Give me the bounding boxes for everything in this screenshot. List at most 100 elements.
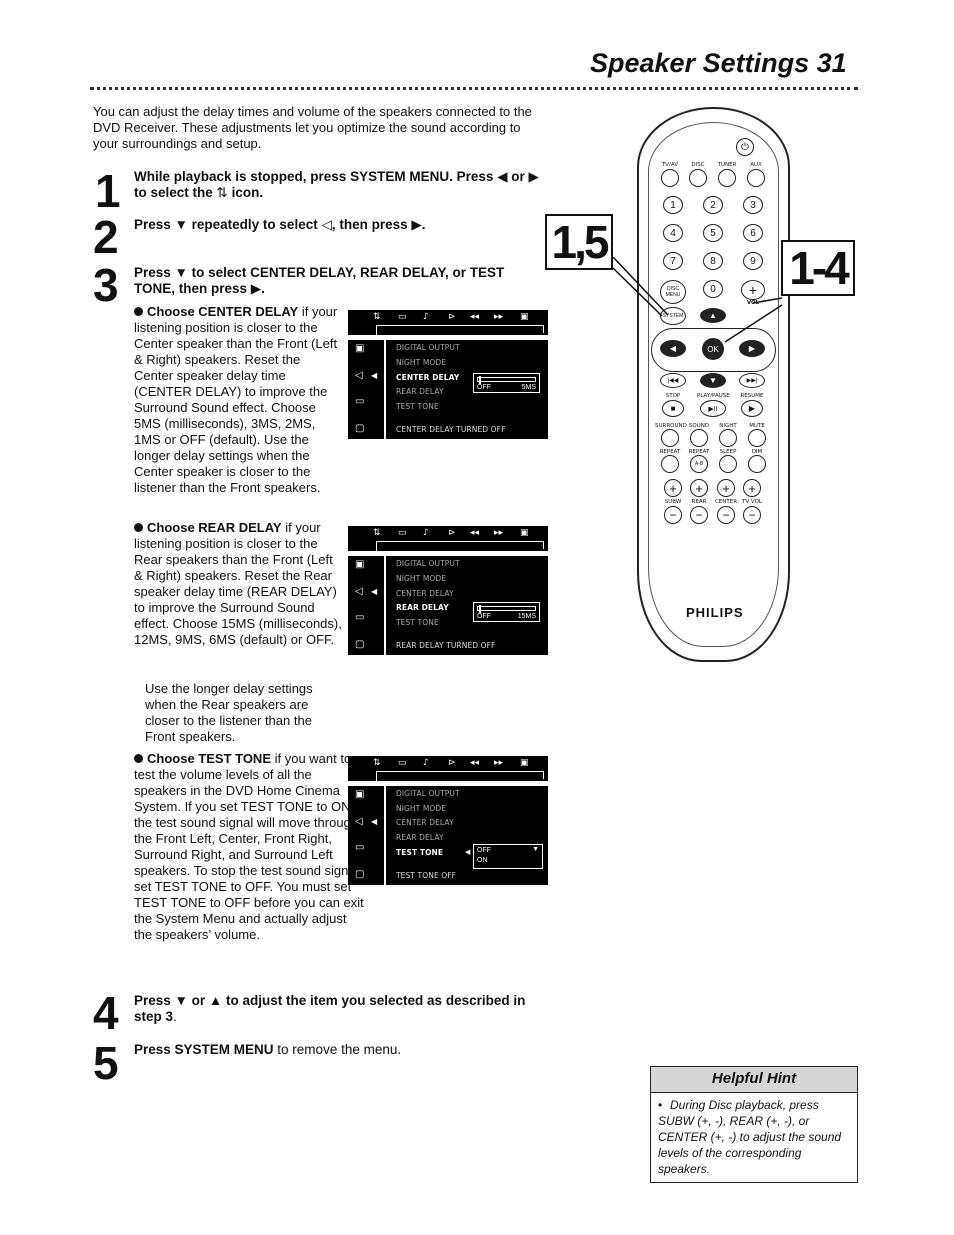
label-night: NIGHT <box>719 423 737 429</box>
step-2-text-a: Press ▼ repeatedly to select <box>134 217 318 232</box>
step-5-text-a: Press SYSTEM MENU <box>134 1042 274 1057</box>
slider-min-label: OFF <box>477 384 491 391</box>
resume-button[interactable]: ▶ <box>741 400 763 417</box>
screen-icon: ▭ <box>398 758 407 768</box>
digit-6-button[interactable]: 6 <box>743 224 763 242</box>
hint-body: During Disc playback, press SUBW (+, -),… <box>658 1098 842 1176</box>
picture-icon: ▣ <box>355 559 365 570</box>
digit-2-button[interactable]: 2 <box>703 196 723 214</box>
night-button[interactable] <box>719 429 737 447</box>
lock-icon: ▢ <box>355 639 365 650</box>
system-menu-button[interactable]: SYSTEM <box>660 307 686 325</box>
speaker-icon: ◁ <box>355 816 363 827</box>
hint-bullet: • <box>658 1098 663 1112</box>
step-2-text: Press ▼ repeatedly to select ◁, then pre… <box>134 217 544 233</box>
helpful-hint-box: Helpful Hint •During Disc playback, pres… <box>650 1066 858 1183</box>
digit-1-button[interactable]: 1 <box>663 196 683 214</box>
rewind-icon: ◂◂ <box>470 312 480 322</box>
rear-plus-button[interactable]: + <box>690 479 708 497</box>
slider-track <box>477 606 536 611</box>
repeat-ab-button[interactable]: A-B <box>690 455 708 473</box>
label-tv-av: TV/AV <box>661 162 679 168</box>
digit-4-button[interactable]: 4 <box>663 224 683 242</box>
option-pointer-icon: ◀ <box>465 849 471 856</box>
repeat-button[interactable] <box>661 455 679 473</box>
digit-5-button[interactable]: 5 <box>703 224 723 242</box>
label-rear: REAR <box>691 499 707 505</box>
bullet-dot <box>134 307 143 316</box>
tuner-button[interactable] <box>718 169 736 187</box>
osd-status-text: REAR DELAY TURNED OFF <box>396 641 496 650</box>
tv-vol-plus-button[interactable]: + <box>743 479 761 497</box>
up-arrow-button[interactable]: ▲ <box>700 308 726 323</box>
slider-knob <box>479 376 481 384</box>
osd-body: ▣ ◁ ◀ ▭ ▢ DIGITAL OUTPUT NIGHT MODE CENT… <box>348 556 548 655</box>
osd-side-column: ▣ ◁ ◀ ▭ ▢ <box>348 340 386 439</box>
subw-plus-button[interactable]: + <box>664 479 682 497</box>
audio-icon: ♪ <box>423 312 429 322</box>
dim-button[interactable] <box>748 455 766 473</box>
osd-body: ▣ ◁ ◀ ▭ ▢ DIGITAL OUTPUT NIGHT MODE CENT… <box>348 786 548 885</box>
rear-delay-body: if your listening position is closer to … <box>134 520 342 647</box>
ok-button[interactable]: OK <box>702 338 724 360</box>
label-disc: DISC <box>691 162 705 168</box>
stop-button[interactable]: ■ <box>662 400 684 417</box>
surround-button[interactable] <box>661 429 679 447</box>
sleep-button[interactable] <box>719 455 737 473</box>
helpful-hint-text: •During Disc playback, press SUBW (+, -)… <box>658 1097 850 1177</box>
digit-8-button[interactable]: 8 <box>703 252 723 270</box>
play-pause-button[interactable]: ▶II <box>700 400 726 417</box>
osd-menu-stem <box>376 771 377 781</box>
center-plus-button[interactable]: + <box>717 479 735 497</box>
tv-av-button[interactable] <box>661 169 679 187</box>
volume-up-button[interactable]: + <box>741 280 765 300</box>
step-1-text-b: icon. <box>231 185 264 200</box>
step-4-text: Press ▼ or ▲ to adjust the item you sele… <box>134 993 544 1025</box>
selection-arrow-icon: ◀ <box>371 817 378 826</box>
label-sound: SOUND <box>688 423 710 429</box>
forward-icon: ▸▸ <box>494 758 504 768</box>
step-5-text-b: to remove the menu. <box>273 1042 402 1057</box>
digit-7-button[interactable]: 7 <box>663 252 683 270</box>
lock-icon: ▢ <box>355 869 365 880</box>
subw-minus-button[interactable]: − <box>664 506 682 524</box>
aux-button[interactable] <box>747 169 765 187</box>
right-arrow-button[interactable]: ▶ <box>739 340 765 357</box>
selection-arrow-icon: ◀ <box>371 371 378 380</box>
center-minus-button[interactable]: − <box>717 506 735 524</box>
label-subw: SUBW <box>664 499 682 505</box>
rear-minus-button[interactable]: − <box>690 506 708 524</box>
disc-menu-button[interactable]: DISC MENU <box>660 280 686 304</box>
previous-button[interactable]: |◀◀ <box>660 373 686 388</box>
slider-min-label: OFF <box>477 613 491 620</box>
osd-item-rear-delay: REAR DELAY <box>396 603 449 612</box>
power-button[interactable]: ⏻ <box>736 138 754 156</box>
selection-arrow-icon: ◀ <box>371 587 378 596</box>
test-tone-lead: Choose TEST TONE <box>147 751 271 766</box>
rewind-icon: ◂◂ <box>470 758 480 768</box>
left-arrow-button[interactable]: ◀ <box>660 340 686 357</box>
osd-side-column: ▣ ◁ ◀ ▭ ▢ <box>348 556 386 655</box>
sound-button[interactable] <box>690 429 708 447</box>
screen-icon: ▭ <box>398 528 407 538</box>
next-button[interactable]: ▶▶| <box>739 373 765 388</box>
digit-0-button[interactable]: 0 <box>703 280 723 298</box>
callout-leaders <box>612 256 783 343</box>
dropdown-arrow-icon: ▼ <box>532 846 539 853</box>
step-2-text-b: , then press ▶. <box>331 217 426 232</box>
speaker-icon: ◁ <box>355 586 363 597</box>
picture-icon: ▣ <box>355 343 365 354</box>
label-aux: AUX <box>750 162 762 168</box>
tv-vol-minus-button[interactable]: − <box>743 506 761 524</box>
mute-button[interactable] <box>748 429 766 447</box>
digit-9-button[interactable]: 9 <box>743 252 763 270</box>
display-icon: ▣ <box>520 528 529 538</box>
down-arrow-button[interactable]: ▼ <box>700 373 726 388</box>
digit-3-button[interactable]: 3 <box>743 196 763 214</box>
disc-button[interactable] <box>689 169 707 187</box>
delay-slider: OFF 15MS <box>473 602 540 622</box>
speaker-icon: ◁ <box>355 370 363 381</box>
display-icon: ▣ <box>520 312 529 322</box>
forward-icon: ▸▸ <box>494 528 504 538</box>
osd-item-center-delay: CENTER DELAY <box>396 818 454 827</box>
